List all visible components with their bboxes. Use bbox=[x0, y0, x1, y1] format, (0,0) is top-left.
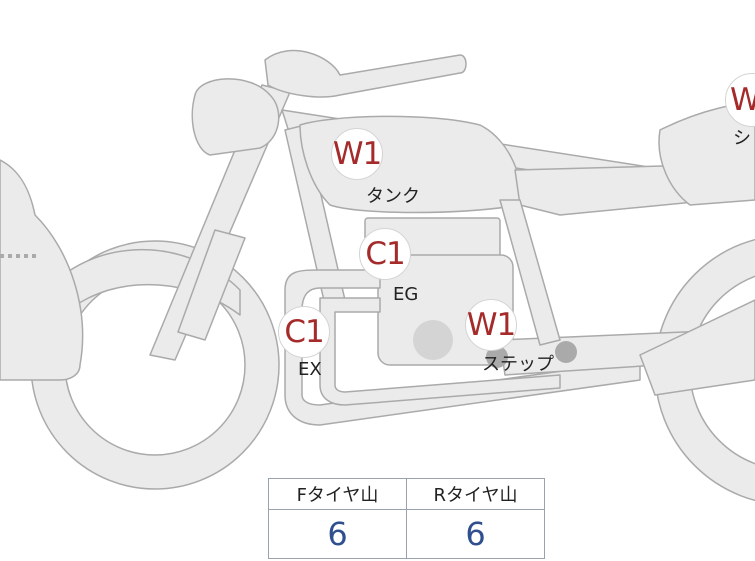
engine-cover bbox=[413, 320, 453, 360]
handlebar bbox=[264, 49, 467, 98]
rear-frame bbox=[499, 199, 561, 346]
fork-upper bbox=[177, 229, 246, 341]
step-label: ステップ bbox=[482, 354, 554, 375]
front-tire-value: 6 bbox=[268, 509, 407, 559]
exhaust-label: EX bbox=[298, 359, 322, 380]
chain-guard bbox=[639, 299, 755, 396]
engine-label: EG bbox=[393, 284, 419, 305]
rear-tire-value: 6 bbox=[406, 509, 545, 559]
tire-tread-table: Fタイヤ山 Rタイヤ山 6 6 bbox=[268, 478, 545, 559]
tank-label: タンク bbox=[366, 186, 420, 207]
rear-tire-header: Rタイヤ山 bbox=[406, 478, 545, 510]
seat-label: シ bbox=[733, 128, 751, 149]
step-peg-right bbox=[555, 341, 577, 363]
rear-seat bbox=[658, 102, 755, 206]
tank-grade-badge: W1 bbox=[331, 128, 383, 180]
exhaust-pipe-lower bbox=[319, 297, 561, 406]
step-grade-badge: W1 bbox=[465, 299, 517, 351]
front-cowl bbox=[0, 159, 84, 381]
step-peg-left bbox=[486, 346, 508, 368]
headlight bbox=[191, 78, 280, 156]
engine-grade-badge: C1 bbox=[359, 228, 411, 280]
front-tire-header: Fタイヤ山 bbox=[268, 478, 407, 510]
exhaust-grade-badge: C1 bbox=[278, 306, 330, 358]
